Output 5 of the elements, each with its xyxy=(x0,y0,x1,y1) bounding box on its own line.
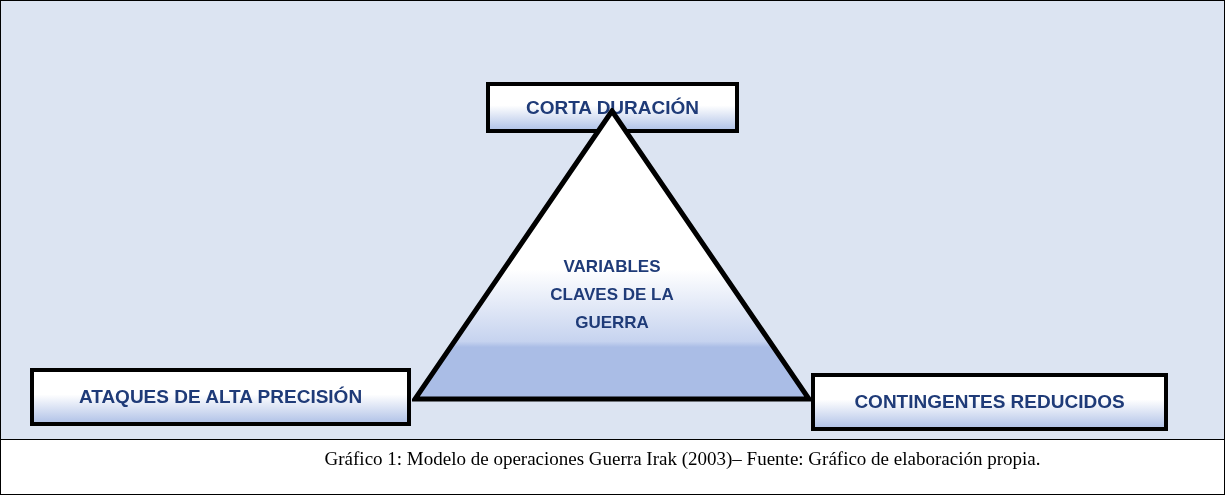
label-box: CONTINGENTES REDUCIDOS xyxy=(811,373,1168,431)
label-box: CORTA DURACIÓN xyxy=(486,82,739,133)
caption: Gráfico 1: Modelo de operaciones Guerra Irak (2003)– Fuente: Gráfico de elaboración propia. xyxy=(324,448,1041,469)
triangle-label: VARIABLES CLAVES DE LA GUERRA xyxy=(549,256,675,334)
label-box: ATAQUES DE ALTA PRECISIÓN xyxy=(30,368,411,426)
